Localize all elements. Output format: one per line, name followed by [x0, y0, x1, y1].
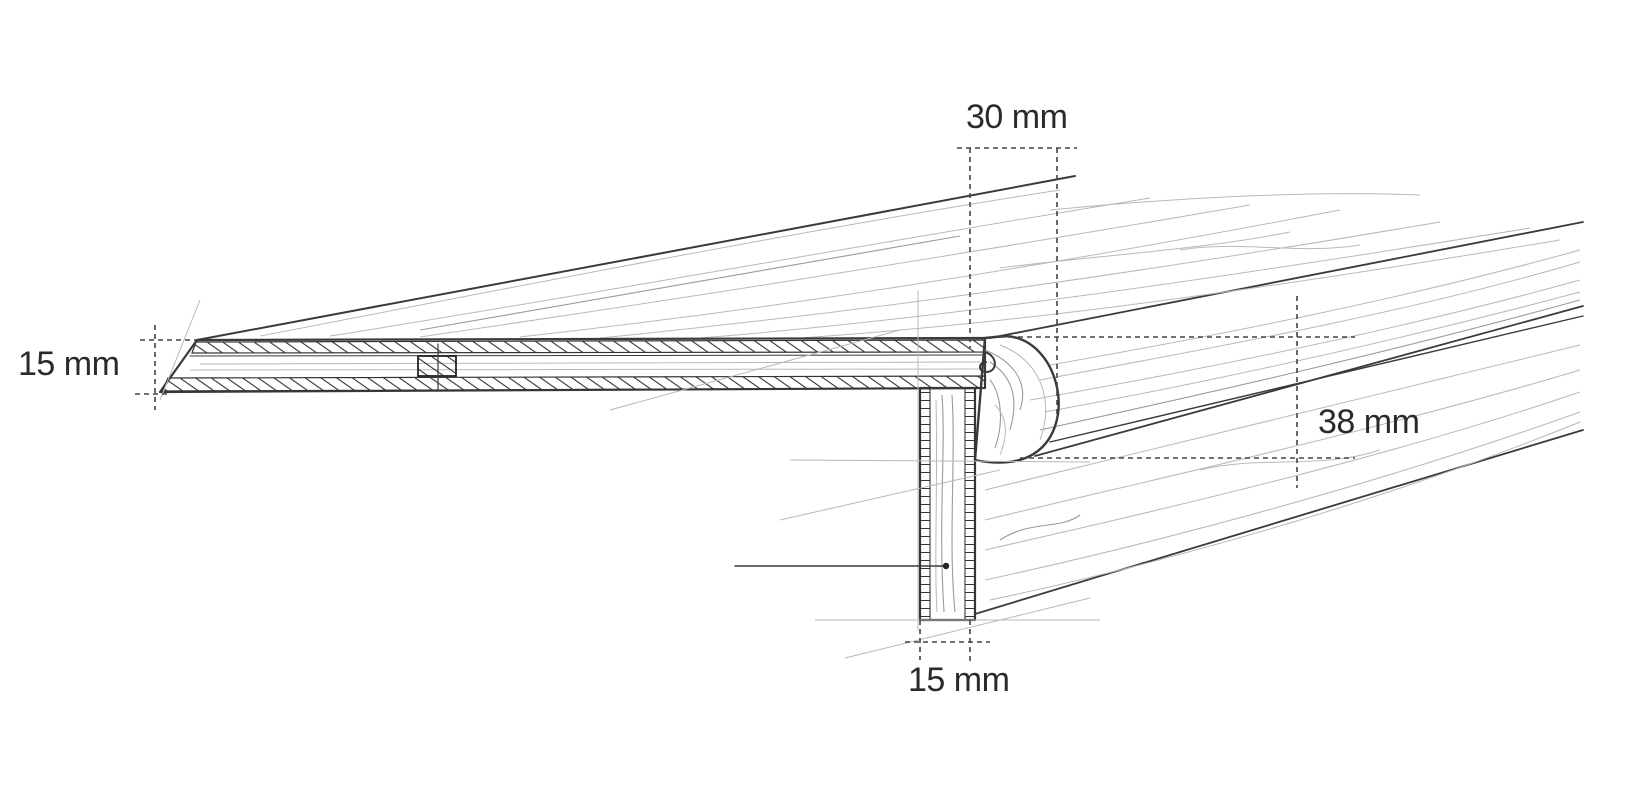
dimension-label-tread-thickness: 15 mm	[18, 345, 120, 383]
riser-front-face	[974, 344, 1584, 615]
spline	[417, 355, 457, 377]
tread-cross-section	[158, 336, 987, 394]
dimension-label-riser-thickness: 15 mm	[908, 661, 1010, 699]
top-face-grain	[259, 189, 1561, 339]
riser-cross-section	[918, 386, 977, 622]
nosing-bullnose-section	[973, 334, 1060, 464]
leader-dot	[942, 562, 950, 570]
dimension-lines	[135, 147, 1355, 665]
dimension-label-top-width: 30 mm	[966, 98, 1068, 136]
construction-lines	[159, 290, 1100, 659]
dimension-label-nosing-height: 38 mm	[1318, 403, 1420, 441]
tread-top-face	[196, 175, 1584, 341]
nosing-rounded-face	[1029, 249, 1584, 457]
